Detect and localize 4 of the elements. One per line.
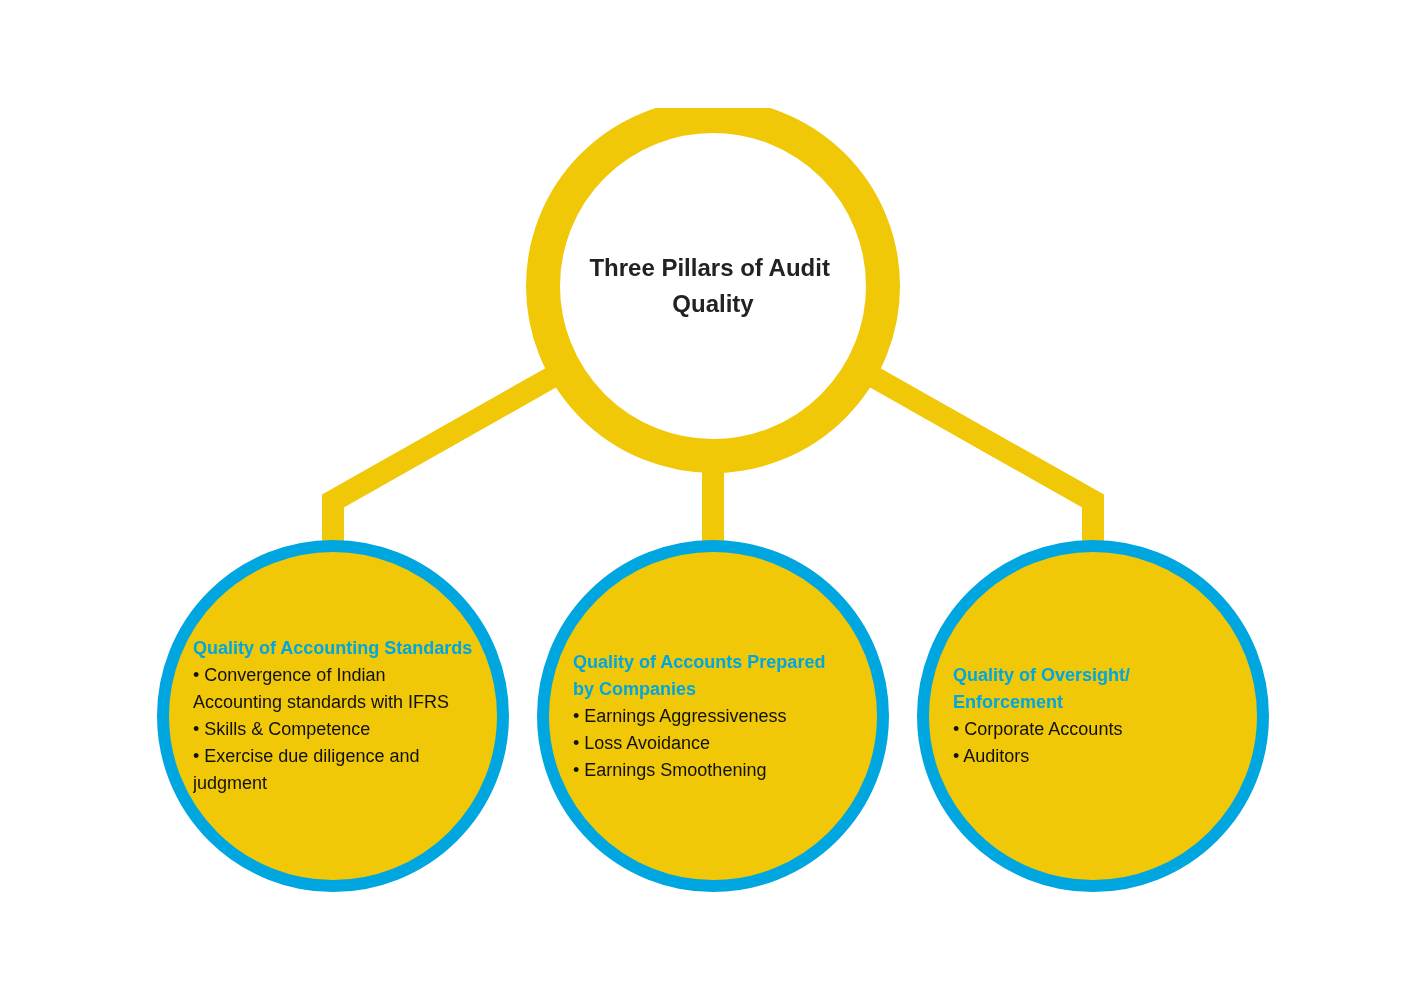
node-circle: Quality of Oversight/ Enforcement • Corporate Accounts • Auditors (917, 540, 1269, 892)
node-circle: Quality of Accounts Prepared by Companies • Earnings Aggressiveness • Loss Avoidance • Earnings Smoothening (537, 540, 889, 892)
node-circle: Three Pillars of Audit Quality (526, 108, 900, 473)
node-circle: Quality of Accounting Standards • Convergence of Indian Accounting standards with IFRS • Skills & Competence • Exercise due diligence and judgment (157, 540, 509, 892)
